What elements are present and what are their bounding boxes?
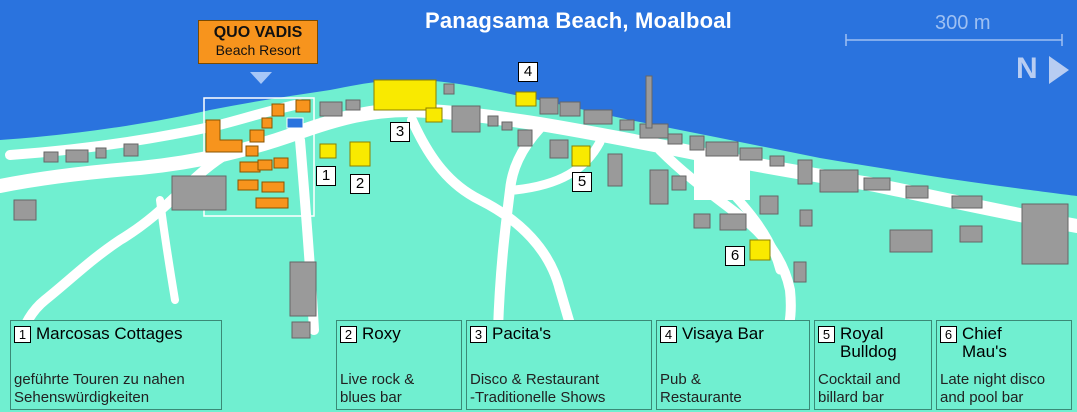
poi-marker-1[interactable]: 1 bbox=[316, 166, 336, 186]
resort-outline bbox=[203, 97, 315, 217]
resort-label[interactable]: QUO VADIS Beach Resort bbox=[198, 20, 318, 64]
hotel-buildings bbox=[205, 99, 311, 209]
venue-building-marcosas bbox=[319, 143, 337, 159]
hotel-building bbox=[255, 197, 289, 209]
legend-description: Late night disco and pool bar bbox=[940, 371, 1046, 406]
plaza bbox=[694, 160, 750, 200]
legend-description: Disco & Restaurant -Traditionelle Shows bbox=[470, 371, 606, 406]
legend-item-6[interactable]: 6 Chief Mau's Late night disco and pool b… bbox=[936, 320, 1072, 410]
venue-building-chief-maus bbox=[749, 239, 771, 261]
legend-name: Roxy bbox=[362, 324, 401, 343]
venue-buildings bbox=[319, 79, 771, 261]
legend-number: 2 bbox=[340, 326, 357, 343]
road-pacita bbox=[407, 115, 577, 335]
legend-item-1[interactable]: 1 Marcosas Cottages geführte Touren zu na… bbox=[10, 320, 222, 410]
road-west-branch bbox=[156, 196, 179, 304]
poi-marker-3[interactable]: 3 bbox=[390, 122, 410, 142]
poi-marker-2[interactable]: 2 bbox=[350, 174, 370, 194]
north-label: N bbox=[1016, 52, 1038, 85]
poi-marker-4[interactable]: 4 bbox=[518, 62, 538, 82]
legend-description: Cocktail and billard bar bbox=[818, 371, 901, 406]
hotel-building bbox=[249, 129, 265, 143]
hotel-building bbox=[245, 145, 259, 157]
legend-number: 5 bbox=[818, 326, 835, 343]
legend-name: Chief Mau's bbox=[962, 324, 1007, 361]
hotel-building bbox=[261, 117, 273, 129]
road-loop-east bbox=[493, 123, 545, 335]
other-buildings bbox=[13, 75, 1069, 339]
legend-description: geführte Touren zu nahen Sehenswürdigkei… bbox=[14, 371, 185, 406]
road-branch-5 bbox=[510, 137, 605, 195]
resort-pointer-icon bbox=[250, 72, 272, 84]
legend-item-4[interactable]: 4 Visaya Bar Pub & Restaurante bbox=[656, 320, 810, 410]
hotel-building bbox=[237, 179, 259, 191]
hotel-building bbox=[239, 161, 261, 173]
poi-marker-6[interactable]: 6 bbox=[725, 246, 745, 266]
legend-name: Royal Bulldog bbox=[840, 324, 897, 361]
venue-building-pacitas bbox=[373, 79, 437, 111]
legend-item-3[interactable]: 3 Pacita's Disco & Restaurant -Traditione… bbox=[466, 320, 652, 410]
hotel-building bbox=[271, 103, 285, 117]
hotel-building bbox=[261, 181, 285, 193]
hotel-building bbox=[257, 159, 273, 171]
venue-building-roxy bbox=[349, 141, 371, 167]
hotel-building bbox=[295, 99, 311, 113]
venue-building-royal-bulldog bbox=[571, 145, 591, 167]
legend-name: Pacita's bbox=[492, 324, 551, 343]
legend-name: Marcosas Cottages bbox=[36, 324, 183, 343]
legend-number: 6 bbox=[940, 326, 957, 343]
legend-number: 1 bbox=[14, 326, 31, 343]
map-title: Panagsama Beach, Moalboal bbox=[425, 8, 732, 33]
legend-number: 4 bbox=[660, 326, 677, 343]
poi-marker-5[interactable]: 5 bbox=[572, 172, 592, 192]
legend-number: 3 bbox=[470, 326, 487, 343]
legend-name: Visaya Bar bbox=[682, 324, 764, 343]
hotel-main-building bbox=[205, 119, 243, 153]
legend-item-5[interactable]: 5 Royal Bulldog Cocktail and billard bar bbox=[814, 320, 932, 410]
legend-description: Live rock & blues bar bbox=[340, 371, 415, 406]
scale-bar bbox=[845, 34, 1063, 46]
resort-pool bbox=[286, 117, 304, 129]
north-arrow-icon bbox=[1049, 56, 1069, 84]
legend-description: Pub & Restaurante bbox=[660, 371, 742, 406]
legend-item-2[interactable]: 2 Roxy Live rock & blues bar bbox=[336, 320, 462, 410]
scale-label: 300 m bbox=[935, 12, 991, 34]
venue-building-visaya bbox=[515, 91, 537, 107]
resort-subtitle: Beach Resort bbox=[215, 42, 301, 58]
hotel-building bbox=[273, 157, 289, 169]
resort-name: QUO VADIS bbox=[213, 24, 303, 41]
venue-building-pacitas-annex bbox=[425, 107, 443, 123]
coastal-road bbox=[5, 99, 305, 160]
